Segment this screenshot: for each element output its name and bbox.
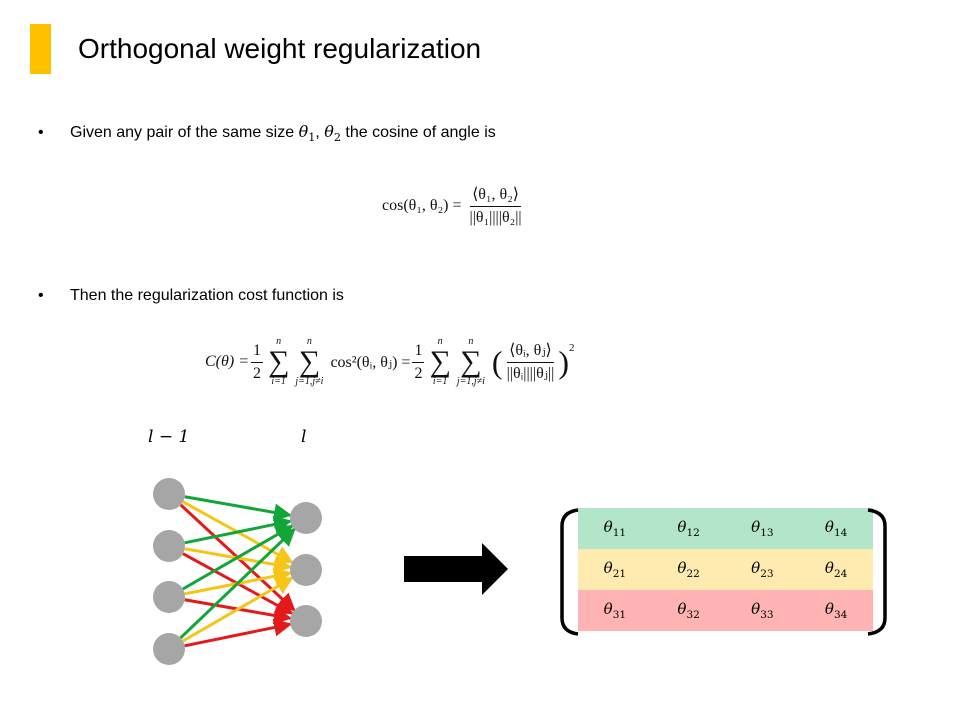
layer-current-label: l	[301, 427, 307, 447]
sum-j: n∑j=1,j≠i	[295, 336, 324, 387]
matrix-row-2: θ21 θ22 θ23 θ24	[578, 549, 873, 590]
matrix-cell-12: θ12	[677, 518, 700, 539]
bullet-cosine-definition: •Given any pair of the same size θ1, θ2 …	[38, 121, 496, 149]
bullet-text: Given any pair of the same size	[70, 124, 299, 141]
matrix-cell-34: θ34	[824, 600, 848, 621]
matrix-cell-32: θ32	[677, 600, 700, 621]
cosine-numerator: ⟨θ₁, θ₂⟩	[470, 186, 522, 207]
matrix-cell-14: θ14	[824, 518, 848, 539]
theta1-symbol: θ1	[298, 122, 316, 145]
matrix-row-3: θ31 θ32 θ33 θ34	[578, 590, 873, 631]
neuron-nodes	[153, 478, 322, 665]
weight-matrix: θ11 θ12 θ13 θ14 θ21 θ22 θ23 θ24 θ31 θ32 θ33 θ34	[578, 508, 873, 631]
slide-title: Orthogonal weight regularization	[78, 33, 482, 64]
output-neuron-3	[290, 605, 322, 637]
bullet-cost-function: • Then the regularization cost function i…	[38, 285, 344, 307]
bullet-text-tail: the cosine of angle is	[340, 124, 496, 141]
cost-lhs: C(θ) =	[205, 353, 249, 370]
cosine-equation: cos(θ₁, θ₂) = ⟨θ₁, θ₂⟩ ||θ₁||||θ₂||	[382, 186, 526, 227]
output-neuron-1	[290, 502, 322, 534]
edge-3-1	[182, 524, 294, 591]
edge-1-1	[184, 495, 293, 522]
edge-4-2	[182, 576, 294, 643]
matrix-cell-23: θ23	[751, 559, 774, 580]
matrix-row-1: θ11 θ12 θ13 θ14	[578, 508, 873, 549]
matrix-cell-13: θ13	[751, 518, 774, 539]
matrix-cell-33: θ33	[751, 600, 774, 621]
separator: ,	[315, 124, 325, 141]
cos-squared-term: cos²(θᵢ, θⱼ) =	[330, 354, 411, 371]
cosine-fraction: ⟨θ₁, θ₂⟩ ||θ₁||||θ₂||	[468, 186, 524, 227]
title-accent-bar	[30, 24, 51, 74]
input-neuron-3	[153, 581, 185, 613]
matrix-cell-24: θ24	[824, 559, 848, 580]
sum-i: n∑i=1	[267, 336, 290, 387]
output-neuron-2	[290, 554, 322, 586]
connection-edges	[179, 495, 296, 648]
matrix-cell-31: θ31	[603, 600, 627, 621]
cosine-denominator: ||θ₁||||θ₂||	[469, 209, 522, 226]
bullet-marker: •	[38, 124, 44, 141]
bullet-marker: •	[38, 287, 44, 304]
input-neuron-2	[153, 530, 185, 562]
input-neuron-1	[153, 478, 185, 510]
matrix-cell-21: θ21	[603, 559, 627, 580]
edge-4-1	[179, 527, 296, 640]
cosine-lhs: cos(θ₁, θ₂) =	[382, 197, 462, 215]
bullet-text: Then the regularization cost function is	[70, 287, 344, 304]
layer-prev-label: l − 1	[148, 427, 190, 447]
theta2-symbol: θ2	[324, 122, 341, 145]
right-paren: )	[558, 343, 570, 380]
sum-j-2: n∑j=1,j≠i	[456, 336, 485, 387]
sum-i-2: n∑i=1	[429, 336, 451, 387]
power-exponent: 2	[569, 342, 575, 354]
cost-fraction: ⟨θᵢ, θⱼ⟩||θᵢ||||θⱼ||	[506, 341, 555, 382]
matrix-cell-22: θ22	[677, 559, 700, 580]
edge-4-3	[184, 618, 293, 648]
transform-arrow-icon	[404, 543, 508, 595]
left-paren: (	[491, 343, 503, 380]
edge-2-1	[184, 515, 293, 545]
input-neuron-4	[153, 633, 185, 665]
matrix-cell-11: θ11	[603, 518, 627, 539]
